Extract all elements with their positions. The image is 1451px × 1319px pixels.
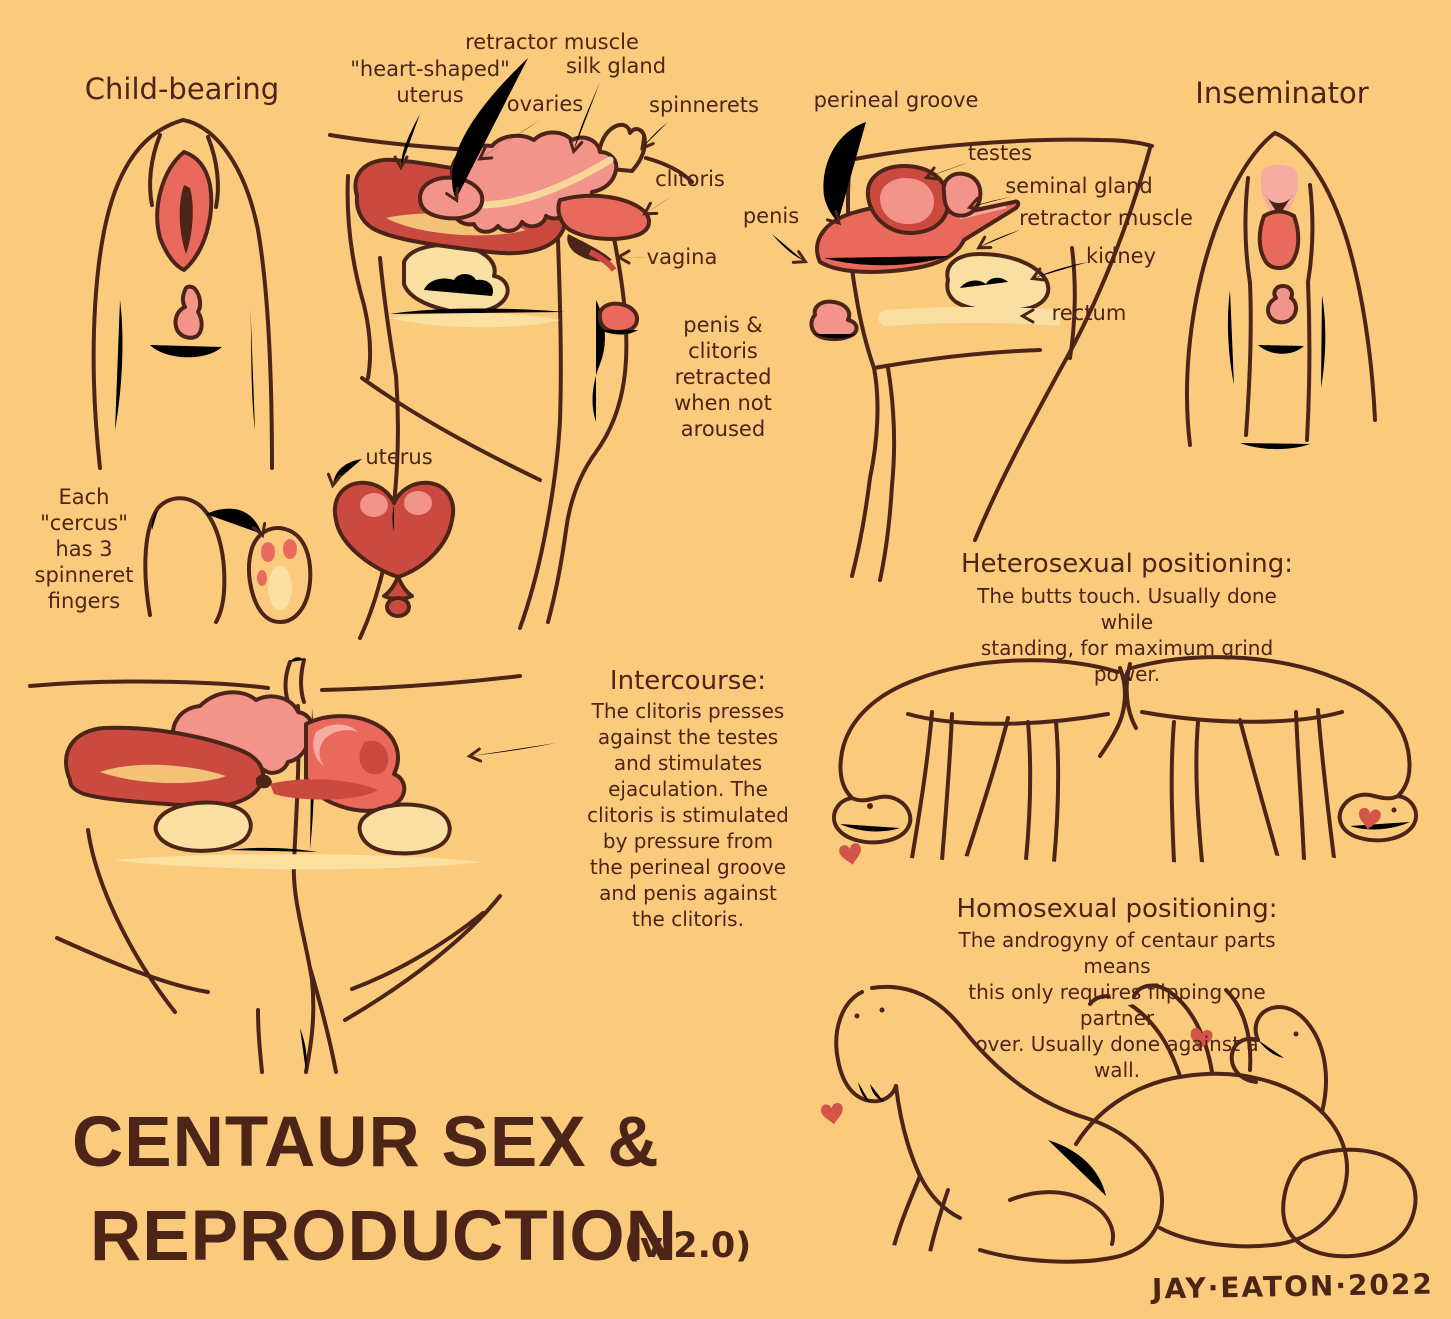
heterosexual-title: Heterosexual positioning: (960, 549, 1294, 579)
label-retractor-muscle-left: retractor muscle (465, 30, 639, 54)
label-retractor-muscle-right: retractor muscle (1019, 206, 1193, 230)
label-kidney: kidney (1086, 244, 1156, 268)
homosexual-positioning-figure (834, 982, 1424, 1264)
label-ovaries: ovaries (506, 92, 584, 116)
poster-title-line1: CENTAUR SEX & (72, 1103, 660, 1182)
child-bearing-cross-section (328, 122, 694, 640)
child-bearing-rear-figure (91, 118, 274, 470)
inseminator-cross-section (809, 137, 1154, 582)
label-penis: penis (742, 204, 800, 228)
label-rectum: rectum (1051, 301, 1127, 325)
label-testes: testes (967, 141, 1033, 165)
inseminator-rear-figure (1185, 131, 1377, 450)
label-vagina: vagina (646, 245, 718, 269)
cercus-detail-figures (143, 496, 313, 624)
heading-child-bearing: Child-bearing (84, 72, 280, 106)
label-uterus: uterus (365, 445, 433, 469)
label-clitoris: clitoris (655, 167, 725, 191)
label-arrows-right (772, 122, 1088, 324)
poster-title-version: (v.2.0) (624, 1226, 752, 1266)
label-spinnerets: spinnerets (649, 93, 759, 117)
heterosexual-positioning-figure (832, 655, 1418, 875)
label-heart-shaped-uterus: "heart-shaped" uterus (350, 57, 510, 107)
label-arrows-left (393, 58, 672, 265)
note-cercus: Each "cercus" has 3 spinneret fingers (34, 485, 134, 613)
intercourse-cross-section (28, 657, 556, 1074)
intercourse-body: The clitoris presses against the testes … (587, 699, 789, 931)
homosexual-title: Homosexual positioning: (956, 894, 1278, 924)
uterus-detail-figure (326, 459, 456, 618)
heading-inseminator: Inseminator (1195, 76, 1369, 110)
poster-title-line2: REPRODUCTION (90, 1197, 678, 1276)
heart-icon (820, 807, 1381, 1125)
homosexual-body: The androgyny of centaur parts means thi… (958, 928, 1276, 1082)
note-retracted: penis & clitoris retracted when not arou… (674, 313, 772, 441)
intercourse-title: Intercourse: (609, 666, 767, 696)
label-seminal-gland: seminal gland (1005, 174, 1153, 198)
heterosexual-body: The butts touch. Usually done while stan… (977, 584, 1277, 686)
label-silk-gland: silk gland (565, 54, 667, 78)
label-perineal-groove: perineal groove (813, 88, 979, 112)
artist-signature: JAY·EATON·2022 (1151, 1267, 1435, 1306)
